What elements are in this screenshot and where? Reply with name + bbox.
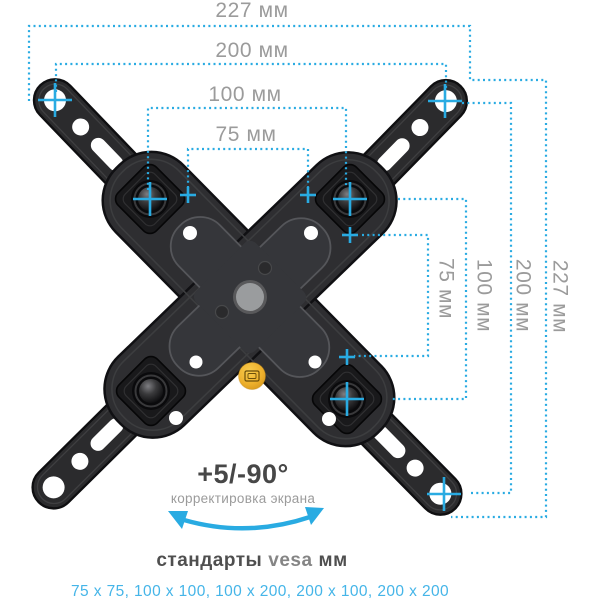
plus-marker-icon — [300, 187, 316, 203]
crosshair-icon — [428, 84, 462, 118]
dimple — [257, 260, 273, 276]
vesa-sizes-list: 75 x 75, 100 x 100, 100 x 200, 200 x 100… — [70, 583, 450, 600]
vesa-title-suffix: мм — [318, 550, 348, 571]
dim-line-200-h — [54, 62, 448, 92]
spec-sticker-icon — [238, 362, 266, 390]
tilt-caption: корректировка экрана — [170, 491, 316, 506]
plus-marker-icon — [180, 187, 196, 203]
dim-label-100-right: 100 мм — [472, 258, 496, 333]
vesa-title-prefix: стандарты — [156, 550, 263, 571]
dim-line-227 — [27, 24, 548, 519]
dim-line-100-h — [146, 106, 348, 190]
crosshair-icon — [133, 182, 167, 216]
dim-label-100-top: 100 мм — [208, 83, 282, 106]
crosshair-markers — [38, 83, 462, 511]
plus-marker-icon — [339, 349, 355, 365]
dim-line-75-v — [354, 233, 430, 358]
dim-label-75-top: 75 мм — [215, 123, 277, 146]
fastener — [132, 372, 170, 410]
dim-label-75-right: 75 мм — [434, 257, 458, 320]
dim-label-227-right: 227 мм — [548, 259, 572, 334]
x-plate — [101, 150, 398, 448]
center-hub — [233, 280, 267, 314]
tilt-range-value: +5/-90° — [197, 459, 289, 489]
vesa-title-brand: vesa — [268, 550, 313, 571]
dimple — [214, 304, 230, 320]
plate-through-holes — [169, 226, 336, 426]
crosshair-icon — [333, 182, 367, 216]
crosshair-icon — [38, 83, 72, 117]
dim-line-75-h — [186, 147, 310, 188]
dimension-lines — [27, 24, 548, 519]
dim-label-227-top: 227 мм — [215, 0, 289, 22]
crosshair-icon — [330, 382, 364, 416]
plus-marker-icon — [342, 227, 358, 243]
dim-label-200-right: 200 мм — [511, 258, 535, 333]
crosshair-icon — [427, 477, 461, 511]
dim-line-200-v — [462, 101, 513, 495]
dim-label-200-top: 200 мм — [215, 39, 289, 62]
tilt-arrow-icon — [168, 507, 324, 531]
